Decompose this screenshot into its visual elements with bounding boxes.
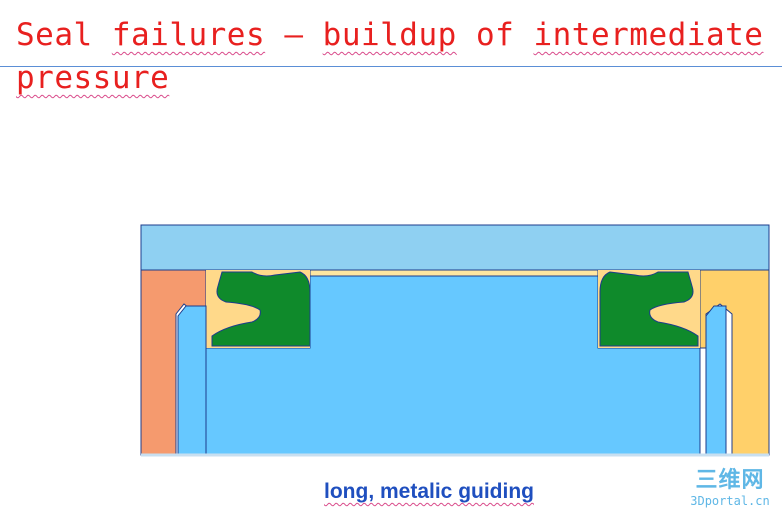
watermark-mark: 三维网 [695, 468, 765, 493]
seal-right [599, 271, 699, 347]
title-word: buildup [322, 17, 457, 53]
guide-sleeve-left [177, 305, 207, 456]
watermark-logo: 三维网 3Dportal.cn [682, 468, 778, 512]
title-underline-rule [0, 66, 782, 67]
diagram-caption: long, metalic guiding [324, 480, 534, 503]
intermediate-pressure-gap [309, 269, 599, 277]
title-word: of [475, 17, 515, 53]
title-word: intermediate [533, 17, 764, 53]
slide-title: Seal failures – buildup of intermediate … [16, 14, 776, 100]
seal-left [211, 271, 311, 347]
title-word: failures [111, 17, 266, 53]
guide-sleeve-right [705, 305, 727, 456]
title-word: – [284, 17, 304, 53]
watermark-site: 3Dportal.cn [690, 494, 770, 508]
title-word: Seal [16, 17, 93, 53]
housing-top-bar [140, 224, 770, 271]
